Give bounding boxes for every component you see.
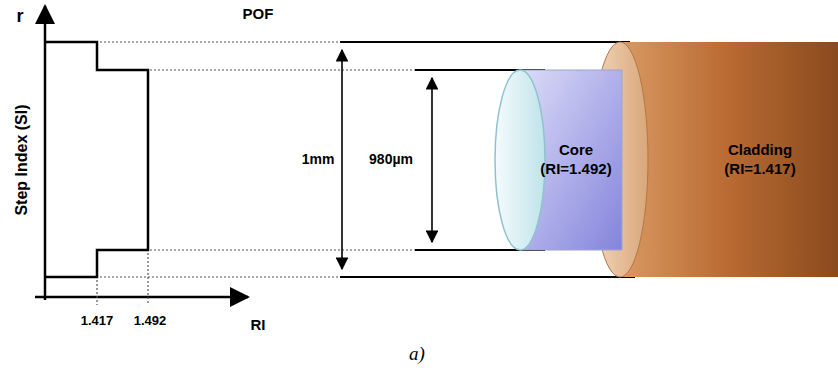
fiber-title: POF [243,6,274,23]
dimension-label: 1mm [302,152,335,167]
tick-label: 1.417 [81,314,114,328]
core-layer: Core(RI=1.492) [495,70,622,250]
text-group: Core(RI=1.492) [530,70,622,250]
axis-label: RI [251,317,266,334]
layer-name: Core [559,141,593,160]
refractive-index: (RI=1.492) [540,160,611,179]
refractive-index: (RI=1.417) [724,160,795,179]
axis-title: Step Index (SI) [13,104,31,215]
cladding-layer: Cladding(RI=1.417) Core(RI=1.492) [495,42,838,277]
figure-caption: a) [409,344,425,365]
axis-label: r [16,7,23,27]
tick-label: 1.492 [134,314,167,328]
dimension-label: 980µm [369,152,413,167]
text-group: Cladding(RI=1.417) [690,42,830,277]
layer-name: Cladding [728,141,792,160]
